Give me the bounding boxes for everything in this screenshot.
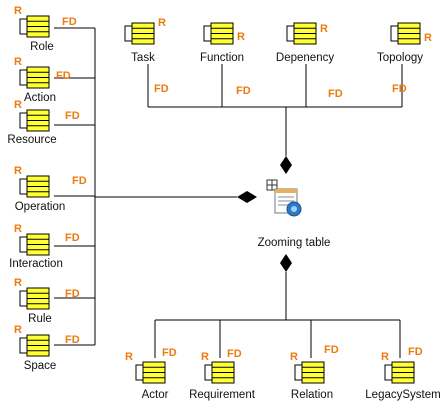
- component-fd-tag: FD: [65, 334, 80, 346]
- component-r-tag: R: [14, 277, 22, 289]
- component-label: Relation: [291, 389, 333, 401]
- component-r-tag: R: [14, 99, 22, 111]
- component-actor[interactable]: R FD Actor: [125, 347, 177, 401]
- component-label: Rule: [28, 313, 52, 325]
- component-label: Depenency: [276, 52, 334, 64]
- diamond-bottom: [280, 254, 292, 272]
- component-r-tag: R: [158, 17, 166, 29]
- component-r-tag: R: [237, 31, 245, 43]
- component-fd-tag: FD: [408, 346, 423, 358]
- component-port: [294, 364, 303, 381]
- component-r-tag: R: [14, 324, 22, 336]
- component-r-tag: R: [290, 351, 298, 363]
- component-fd-tag: FD: [328, 88, 343, 100]
- diamond-top: [280, 156, 292, 174]
- component-r-tag: R: [320, 23, 328, 35]
- component-r-tag: R: [201, 351, 209, 363]
- component-r-tag: R: [14, 223, 22, 235]
- component-label: Role: [30, 41, 54, 53]
- component-requirement[interactable]: R FD Requirement: [189, 348, 256, 401]
- component-port: [124, 25, 133, 42]
- component-r-tag: R: [381, 351, 389, 363]
- components-layer: RFDRoleRFDActionRFDResourceRFDOperationR…: [7, 5, 440, 401]
- component-depenency[interactable]: R FD Depenency: [276, 22, 343, 100]
- component-fd-tag: FD: [236, 85, 251, 97]
- component-fd-tag: FD: [227, 348, 242, 360]
- component-r-tag: R: [14, 165, 22, 177]
- component-port: [19, 18, 28, 35]
- component-label: Task: [131, 52, 155, 64]
- component-label: Space: [24, 360, 57, 372]
- component-port: [203, 25, 212, 42]
- component-role[interactable]: R FD Role: [14, 5, 77, 53]
- component-task[interactable]: R FD Task: [124, 17, 169, 95]
- component-port: [384, 364, 393, 381]
- component-label: Requirement: [189, 389, 256, 401]
- component-resource[interactable]: R FD Resource: [7, 99, 79, 146]
- component-legacysystem[interactable]: R FD LegacySystem: [365, 346, 440, 401]
- component-label: Topology: [377, 52, 423, 64]
- zooming-table-label: Zooming table: [258, 237, 331, 249]
- diamond-left: [237, 191, 257, 203]
- component-fd-tag: FD: [65, 110, 80, 122]
- component-topology[interactable]: R FD Topology: [377, 22, 432, 95]
- component-function[interactable]: R FD Function: [200, 22, 251, 97]
- component-port: [19, 337, 28, 354]
- component-r-tag: R: [125, 351, 133, 363]
- component-label: Operation: [15, 201, 66, 213]
- component-fd-tag: FD: [72, 175, 87, 187]
- component-label: Interaction: [9, 258, 63, 270]
- component-port: [390, 25, 399, 42]
- zooming-table-icon[interactable]: [266, 179, 302, 217]
- component-fd-tag: FD: [392, 83, 407, 95]
- component-relation[interactable]: R FD Relation: [290, 344, 339, 401]
- component-label: Function: [200, 52, 244, 64]
- component-label: Resource: [7, 134, 56, 146]
- component-port: [19, 290, 28, 307]
- component-r-tag: R: [14, 5, 22, 17]
- component-port: [19, 236, 28, 253]
- component-fd-tag: FD: [65, 232, 80, 244]
- composition-diamonds: [237, 156, 292, 272]
- component-fd-tag: FD: [56, 70, 71, 82]
- component-port: [286, 25, 295, 42]
- component-label: LegacySystem: [365, 389, 440, 401]
- component-label: Actor: [142, 389, 169, 401]
- component-r-tag: R: [14, 56, 22, 68]
- component-fd-tag: FD: [154, 83, 169, 95]
- component-fd-tag: FD: [162, 347, 177, 359]
- component-operation[interactable]: R FD Operation: [14, 165, 87, 213]
- component-interaction[interactable]: R FD Interaction: [9, 223, 80, 270]
- component-label: Action: [24, 92, 56, 104]
- component-fd-tag: FD: [62, 16, 77, 28]
- component-fd-tag: FD: [324, 344, 339, 356]
- component-port: [19, 178, 28, 195]
- component-port: [19, 69, 28, 86]
- component-r-tag: R: [424, 32, 432, 44]
- component-rule[interactable]: R FD Rule: [14, 277, 80, 325]
- component-port: [19, 112, 28, 129]
- component-fd-tag: FD: [65, 288, 80, 300]
- component-space[interactable]: R FD Space: [14, 324, 80, 372]
- component-port: [135, 364, 144, 381]
- component-port: [204, 364, 213, 381]
- connectors: [54, 27, 403, 358]
